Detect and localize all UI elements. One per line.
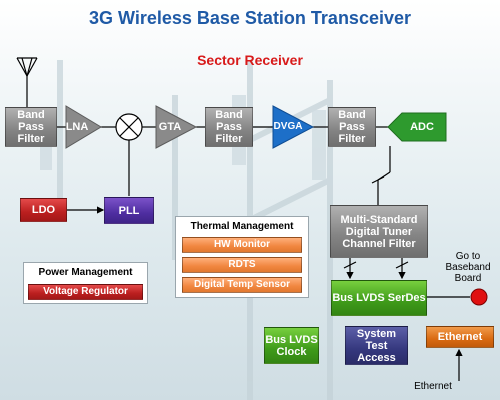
lna-amplifier-icon	[65, 105, 102, 149]
voltage-regulator-block: Voltage Regulator	[28, 284, 143, 300]
antenna-icon	[16, 57, 38, 108]
gta-label: GTA	[158, 121, 182, 133]
section-subtitle: Sector Receiver	[197, 52, 303, 68]
power-management-title: Power Management	[38, 267, 133, 278]
lna-label: LNA	[65, 121, 89, 133]
rdts-block: RDTS	[182, 257, 302, 273]
system-test-access-block: System Test Access	[345, 326, 408, 365]
lvds-clock-block: Bus LVDS Clock	[264, 327, 319, 364]
gta-amplifier-icon	[155, 105, 198, 149]
band-pass-filter-3: Band Pass Filter	[328, 107, 376, 147]
thermal-management-title: Thermal Management	[190, 221, 294, 232]
power-management-panel: Power Management Voltage Regulator	[23, 262, 148, 304]
digital-temp-sensor-block: Digital Temp Sensor	[182, 277, 302, 293]
ethernet-input-label: Ethernet	[414, 381, 452, 392]
adc-label: ADC	[410, 121, 434, 133]
digital-tuner-block: Multi-Standard Digital Tuner Channel Fil…	[330, 205, 428, 258]
baseband-connector-dot	[470, 288, 488, 306]
dvga-label: DVGA	[273, 121, 303, 132]
serdes-block: Bus LVDS SerDes	[331, 280, 427, 316]
dvga-amplifier-icon	[272, 105, 315, 149]
ldo-block: LDO	[20, 198, 67, 222]
baseband-note: Go to Baseband Board	[445, 251, 491, 284]
mixer-icon	[115, 113, 143, 141]
pll-block: PLL	[104, 197, 154, 224]
ethernet-block: Ethernet	[426, 326, 494, 348]
band-pass-filter-2: Band Pass Filter	[205, 107, 253, 147]
band-pass-filter-1: Band Pass Filter	[5, 107, 57, 147]
adc-converter-icon	[387, 112, 447, 142]
hw-monitor-block: HW Monitor	[182, 237, 302, 253]
page-title: 3G Wireless Base Station Transceiver	[89, 8, 411, 28]
thermal-management-panel: Thermal Management HW Monitor RDTS Digit…	[175, 216, 309, 298]
